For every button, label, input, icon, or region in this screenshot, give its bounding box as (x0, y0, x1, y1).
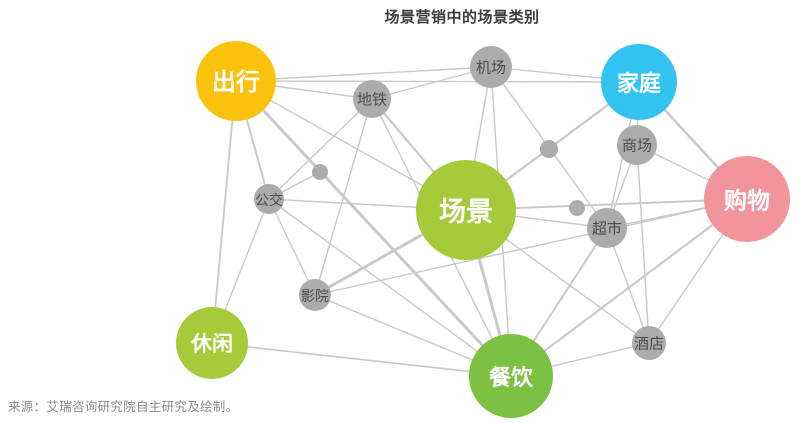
node-ditie (353, 80, 391, 118)
edge-gongjiao-yingyuan (268, 198, 316, 296)
node-dot1 (312, 164, 328, 180)
edge-xiuxian-canyin (211, 342, 512, 377)
node-gongjiao (254, 184, 284, 214)
edge-chaoshi-jiudian (606, 227, 650, 344)
edge-gouwu-yingyuan (314, 198, 748, 296)
node-canyin (469, 334, 553, 418)
edge-chuxing-canyin (234, 79, 513, 378)
node-shangchang (617, 125, 657, 165)
edge-ditie-yingyuan (314, 98, 373, 296)
node-gouwu (704, 156, 790, 242)
figure-title: 场景营销中的场景类别 (384, 9, 540, 26)
node-dot3 (569, 200, 585, 216)
node-jichang (470, 46, 512, 88)
node-chaoshi (587, 208, 627, 248)
edge-shangchang-jiudian (636, 144, 650, 344)
source-note: 来源：艾瑞咨询研究院自主研究及绘制。 (8, 400, 239, 414)
edge-ditie-gongjiao (268, 98, 373, 200)
edge-chuxing-jichang (235, 66, 492, 82)
node-xiuxian (176, 307, 248, 379)
node-changjing (416, 160, 516, 260)
node-yingyuan (299, 279, 331, 311)
node-jiating (601, 44, 677, 120)
node-dot2 (540, 140, 558, 158)
edge-canyin-gongjiao (268, 198, 512, 377)
node-jiudian (632, 326, 666, 360)
node-chuxing (196, 41, 276, 121)
edge-chuxing-xiuxian (211, 80, 237, 344)
